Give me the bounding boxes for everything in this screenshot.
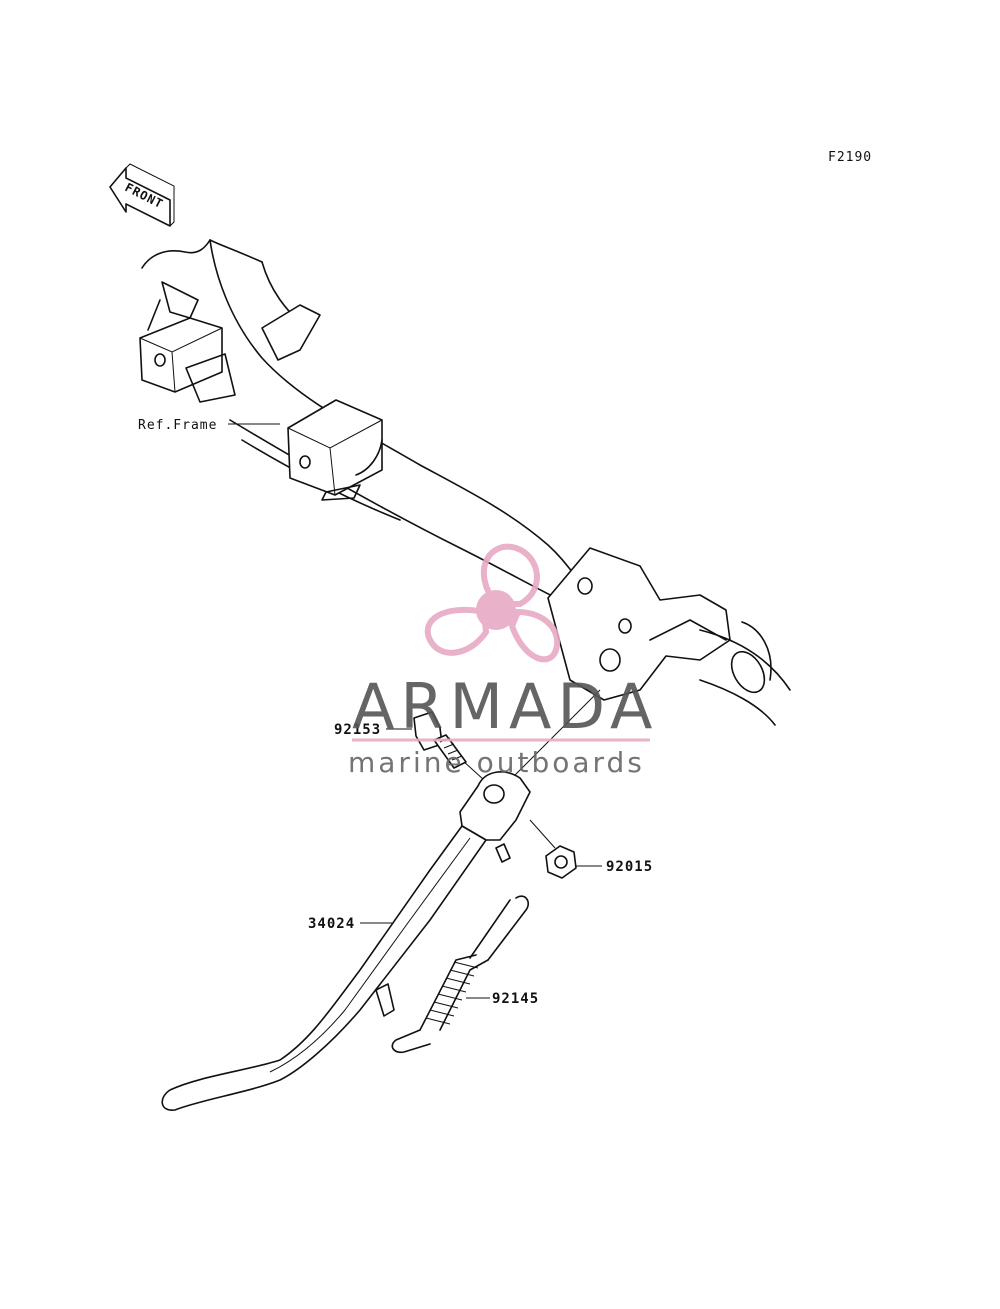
label-ref-frame: Ref.Frame (138, 418, 217, 433)
label-92153: 92153 (334, 722, 381, 738)
frame-drawing (139, 239, 791, 726)
label-34024: 34024 (308, 916, 355, 932)
label-92145: 92145 (492, 991, 539, 1007)
propeller-logo-icon (424, 543, 561, 663)
label-92015: 92015 (606, 859, 653, 875)
armada-watermark: ARMADA marine outboards (348, 543, 658, 779)
side-stand-34024 (161, 771, 531, 1111)
spring-92145 (391, 895, 530, 1054)
watermark-title: ARMADA (352, 670, 658, 743)
nut-92015 (545, 845, 577, 879)
front-arrow-icon: FRONT (109, 163, 175, 227)
watermark-subtitle: marine outboards (348, 746, 645, 779)
figure-code: F2190 (828, 150, 872, 165)
